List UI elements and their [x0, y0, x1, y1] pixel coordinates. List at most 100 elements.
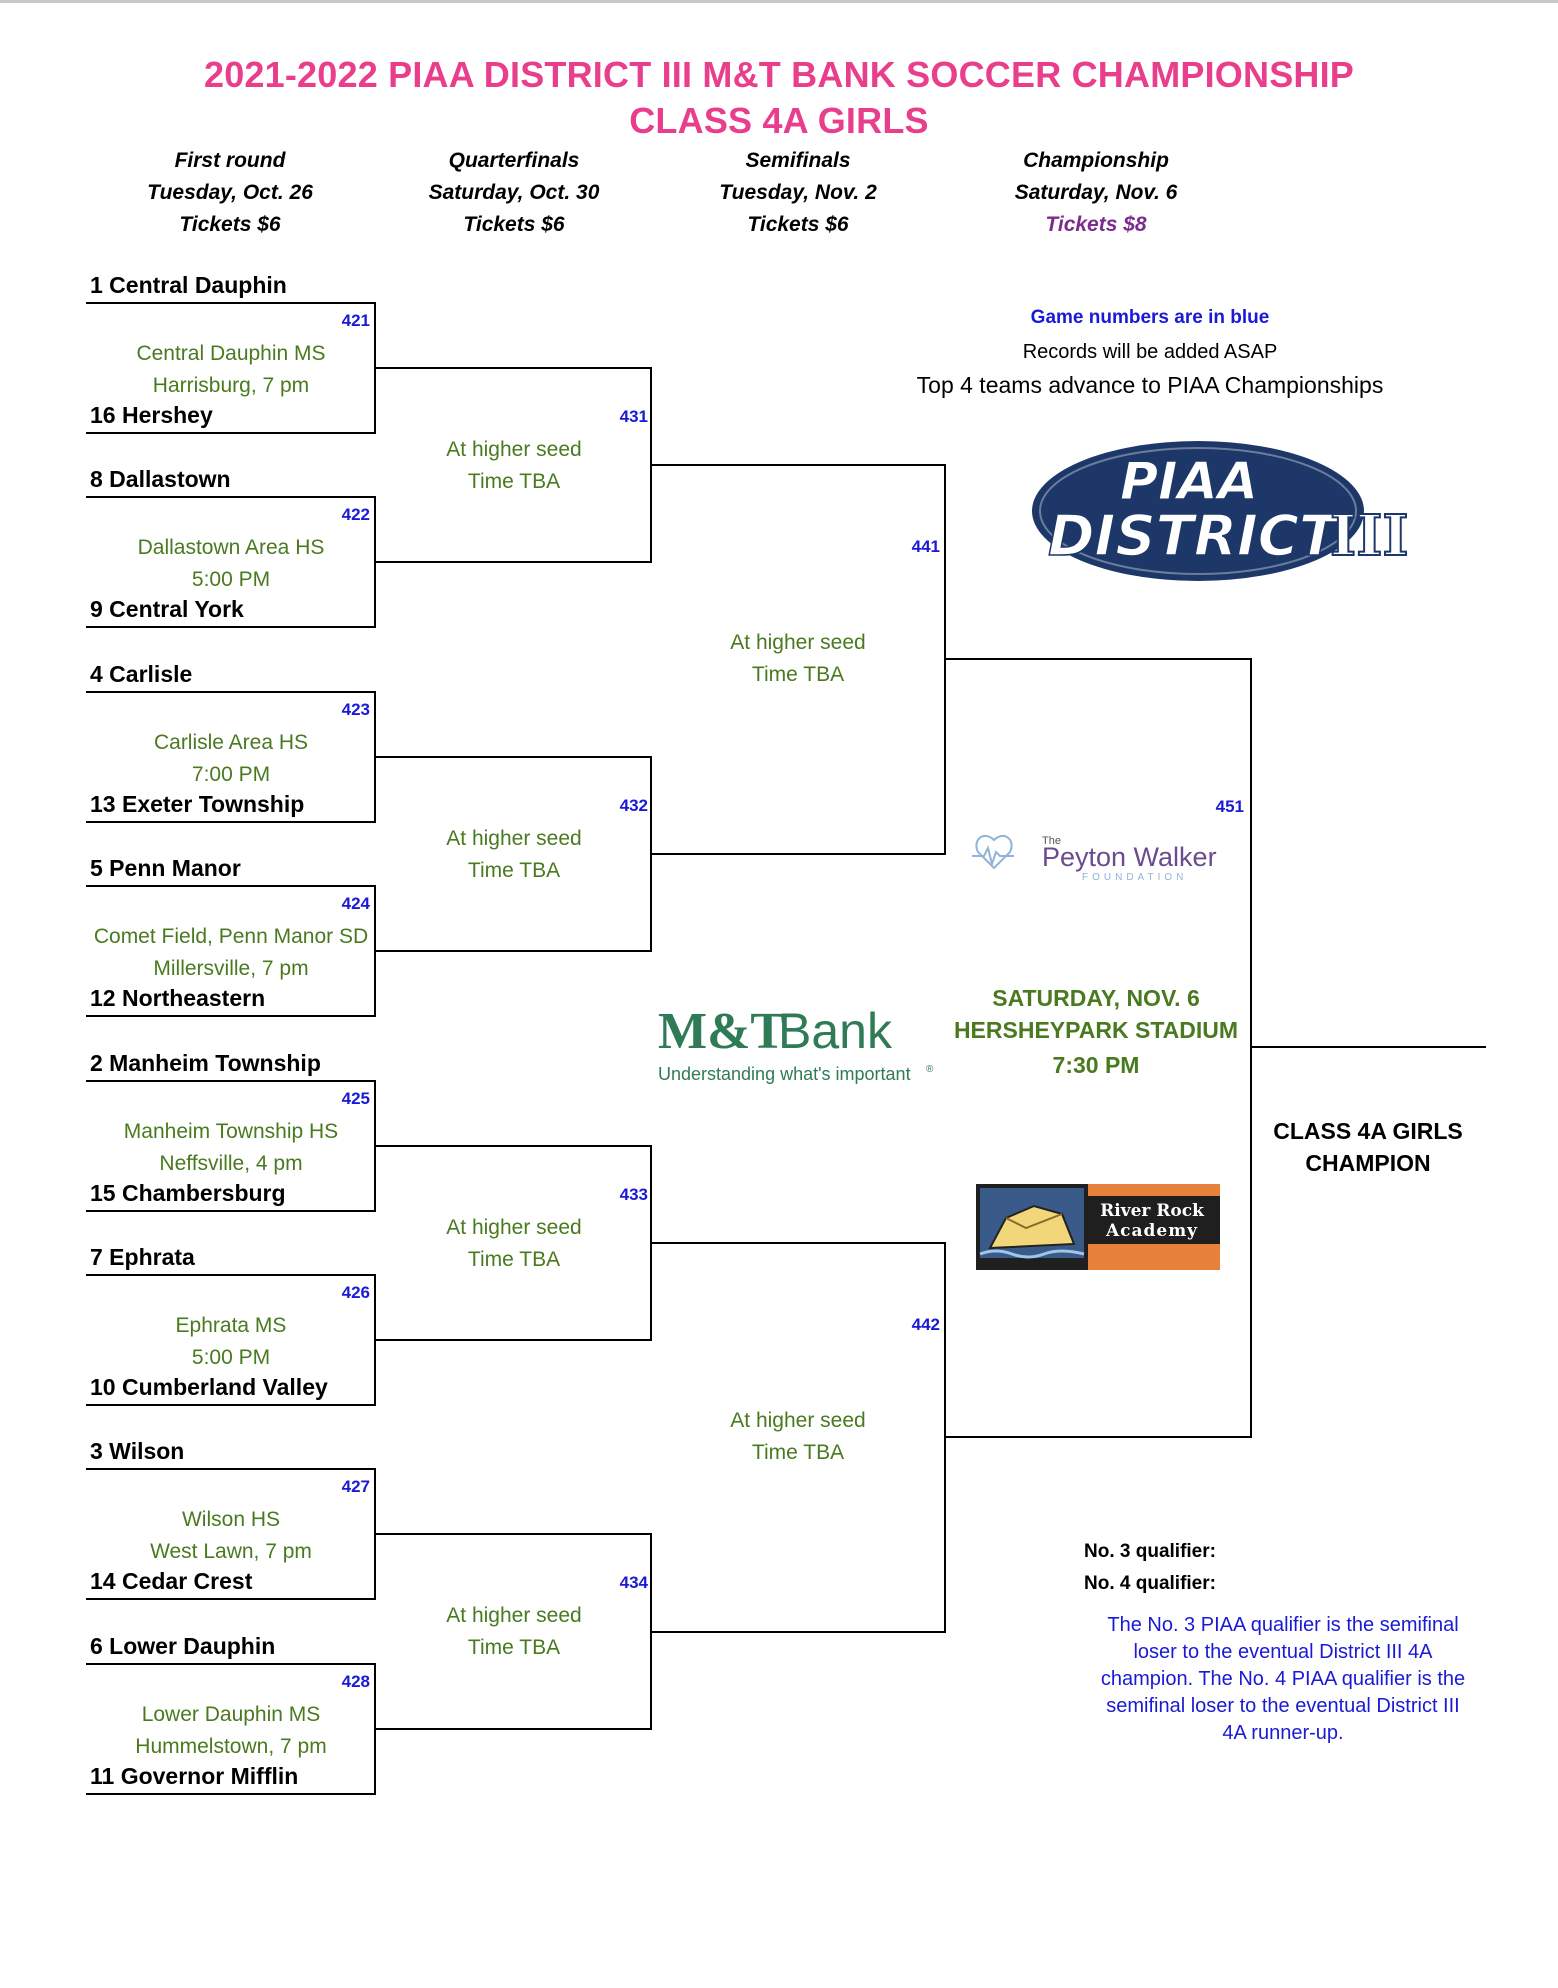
game-numbers-note: Game numbers are in blue: [1030, 307, 1270, 328]
team-name-bottom: 12 Northeastern: [90, 985, 266, 1012]
qualifier-4-label: No. 4 qualifier:: [1084, 1573, 1216, 1594]
game-number: 423: [341, 699, 370, 719]
mt-logo-registered: ®: [926, 1064, 934, 1075]
round-date: Saturday, Oct. 30: [428, 181, 600, 204]
qf-line-top: [374, 1533, 652, 1536]
top-border: [0, 0, 1558, 3]
sf-venue-1: At higher seed: [730, 1408, 866, 1432]
game-number: 431: [619, 407, 648, 426]
qualifier-note-line: 4A runner-up.: [1222, 1722, 1344, 1744]
game-number: 433: [619, 1184, 648, 1204]
bracket-line-bottom: [86, 1792, 376, 1795]
qualifier-note: The No. 3 PIAA qualifier is the semifina…: [1068, 1612, 1498, 1747]
bracket-line-bottom: [86, 1404, 376, 1406]
round-date: Tuesday, Nov. 2: [719, 181, 877, 204]
sf-line-top: [650, 1241, 946, 1244]
round-header-quarterfinals: Quarterfinals Saturday, Oct. 30 Tickets …: [364, 145, 664, 241]
venue-line-1: Manheim Township HS: [123, 1119, 339, 1143]
team-name-bottom: 14 Cedar Crest: [90, 1568, 253, 1595]
qf-venue-1: At higher seed: [446, 826, 582, 850]
final-connector: [1250, 658, 1252, 1438]
game-number: 422: [341, 505, 370, 525]
river-rock-logo: River Rock Academy: [976, 1184, 1220, 1270]
round-name: Semifinals: [745, 149, 851, 172]
venue-line-1: Dallastown Area HS: [137, 536, 325, 560]
qf-venue-2: Time TBA: [467, 470, 561, 493]
team-name-top: 5 Penn Manor: [90, 855, 241, 882]
venue-line-1: Carlisle Area HS: [153, 730, 309, 754]
team-name-bottom: 9 Central York: [90, 596, 244, 623]
team-name-top: 3 Wilson: [90, 1438, 185, 1465]
venue-line-1: Lower Dauphin MS: [141, 1702, 321, 1726]
team-name-bottom: 11 Governor Mifflin: [90, 1762, 299, 1789]
piaa-logo-text-2: DISTRICT: [1048, 504, 1341, 569]
qf-line-bottom: [374, 1339, 652, 1341]
game-number: 428: [341, 1671, 370, 1691]
game-number: 427: [341, 1477, 370, 1497]
team-name-top: 6 Lower Dauphin: [90, 1632, 276, 1659]
game-number: 432: [619, 795, 648, 815]
page-subtitle: CLASS 4A GIRLS: [629, 100, 929, 141]
bracket-line-top: [86, 302, 376, 304]
champion-label: CLASS 4A GIRLS: [1273, 1118, 1463, 1144]
peyton-logo-graphic: The Peyton Walker FOUNDATION: [972, 834, 1217, 883]
bracket-line-top: [86, 690, 376, 693]
mt-logo-name-2: Bank: [778, 1003, 892, 1059]
qualifier-note-line: The No. 3 PIAA qualifier is the semifina…: [1107, 1614, 1459, 1636]
team-name-bottom: 13 Exeter Township: [90, 790, 305, 817]
piaa-logo-text-3: III: [1330, 503, 1409, 569]
bracket-line-bottom: [86, 432, 376, 434]
peyton-walker-logo: The Peyton Walker FOUNDATION: [970, 826, 1220, 886]
venue-line-2: 5:00 PM: [191, 568, 271, 592]
team-name-bottom: 10 Cumberland Valley: [90, 1374, 328, 1400]
round-date: Tuesday, Oct. 26: [147, 181, 313, 204]
bracket-line-top: [86, 496, 376, 499]
bracket-line-top: [86, 1662, 376, 1665]
sf-line-bottom: [650, 1630, 946, 1633]
round-name: First round: [174, 149, 286, 172]
round-name: Quarterfinals: [448, 149, 580, 172]
piaa-district-logo: PIAA DISTRICT III: [1030, 437, 1410, 585]
round-date: Saturday, Nov. 6: [1014, 181, 1178, 204]
game-number: 441: [911, 537, 940, 557]
game-number: 421: [341, 311, 370, 330]
bracket-line-bottom: [86, 1015, 376, 1018]
final-venue: HERSHEYPARK STADIUM: [953, 1017, 1239, 1043]
advance-note: Top 4 teams advance to PIAA Championship…: [916, 372, 1384, 398]
game-number: 442: [911, 1314, 940, 1334]
sf-line-bottom: [650, 853, 946, 855]
sf-venue-2: Time TBA: [751, 1440, 845, 1464]
sf-venue-2: Time TBA: [751, 663, 845, 687]
round-tickets: Tickets $6: [179, 213, 281, 236]
qf-line-top: [374, 755, 652, 758]
qf-venue-2: Time TBA: [467, 1636, 561, 1660]
bracket-line-top: [86, 885, 376, 888]
round-tickets: Tickets $8: [1045, 213, 1147, 236]
sf-venue-1: At higher seed: [730, 631, 866, 655]
mt-bank-logo: M&T Bank Understanding what's important …: [654, 1002, 944, 1092]
team-name-top: 2 Manheim Township: [90, 1049, 321, 1076]
peyton-logo-foundation: FOUNDATION: [1082, 872, 1187, 883]
bracket-line-bottom: [86, 1598, 376, 1601]
final-bottom-line: [944, 1436, 1252, 1438]
qf-line-top: [374, 1144, 652, 1147]
qualifier-3-label: No. 3 qualifier:: [1084, 1541, 1216, 1562]
venue-line-1: Central Dauphin MS: [136, 342, 326, 365]
team-name-bottom: 15 Chambersburg: [90, 1179, 286, 1206]
qf-line-bottom: [374, 950, 652, 953]
round-tickets: Tickets $6: [463, 213, 565, 236]
final-time: 7:30 PM: [1052, 1052, 1140, 1078]
mt-logo-name-1: M&T: [658, 1003, 786, 1060]
river-rock-text-2: Academy: [1105, 1221, 1198, 1241]
sf-line-top: [650, 464, 946, 467]
team-name-bottom: 16 Hershey: [90, 402, 213, 428]
river-rock-text-1: River Rock: [1100, 1201, 1205, 1221]
qf-venue-2: Time TBA: [467, 1247, 561, 1271]
game-number: 426: [341, 1283, 370, 1302]
bracket-line-bottom: [86, 820, 376, 823]
peyton-logo-name: Peyton Walker: [1042, 842, 1217, 872]
round-tickets: Tickets $6: [747, 213, 849, 236]
round-header-semifinals: Semifinals Tuesday, Nov. 2 Tickets $6: [648, 145, 948, 241]
qualifier-note-line: champion. The No. 4 PIAA qualifier is th…: [1100, 1668, 1466, 1690]
venue-line-1: Wilson HS: [181, 1508, 281, 1532]
